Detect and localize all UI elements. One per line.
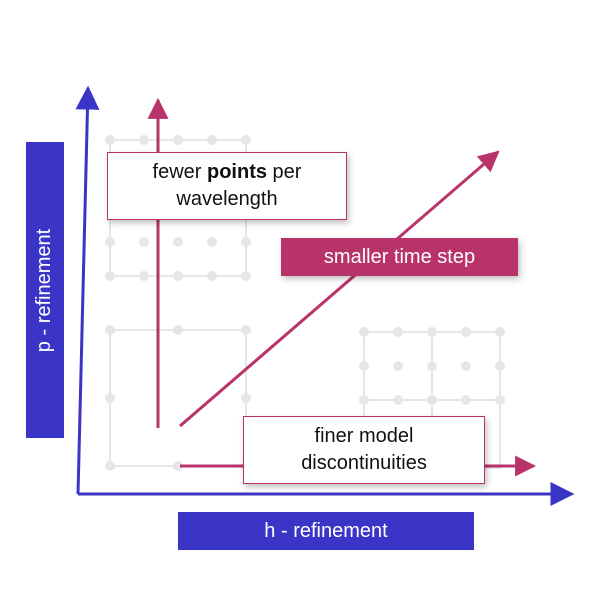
callout-fewer-points: fewer points per wavelength bbox=[107, 152, 347, 220]
mesh-high-order-nodes bbox=[105, 135, 251, 281]
y-axis-label: p - refinement bbox=[26, 142, 64, 438]
callout-smaller-time-step: smaller time step bbox=[281, 238, 518, 276]
callout-fewer-points-line2: wavelength bbox=[176, 188, 278, 210]
mesh-coarse bbox=[109, 329, 247, 467]
callout-finer-discontinuities: finer model discontinuities bbox=[243, 416, 485, 484]
callout-finer-line1: finer model bbox=[314, 425, 414, 447]
callout-finer-line2: discontinuities bbox=[301, 452, 427, 474]
mesh-refined-nodes bbox=[359, 327, 505, 405]
arrow-hp-refinement bbox=[179, 150, 500, 428]
y-axis bbox=[75, 85, 100, 495]
callout-fewer-points-line1: fewer points per bbox=[152, 161, 302, 183]
x-axis-label: h - refinement bbox=[178, 512, 474, 550]
mesh-coarse-nodes bbox=[105, 325, 251, 471]
